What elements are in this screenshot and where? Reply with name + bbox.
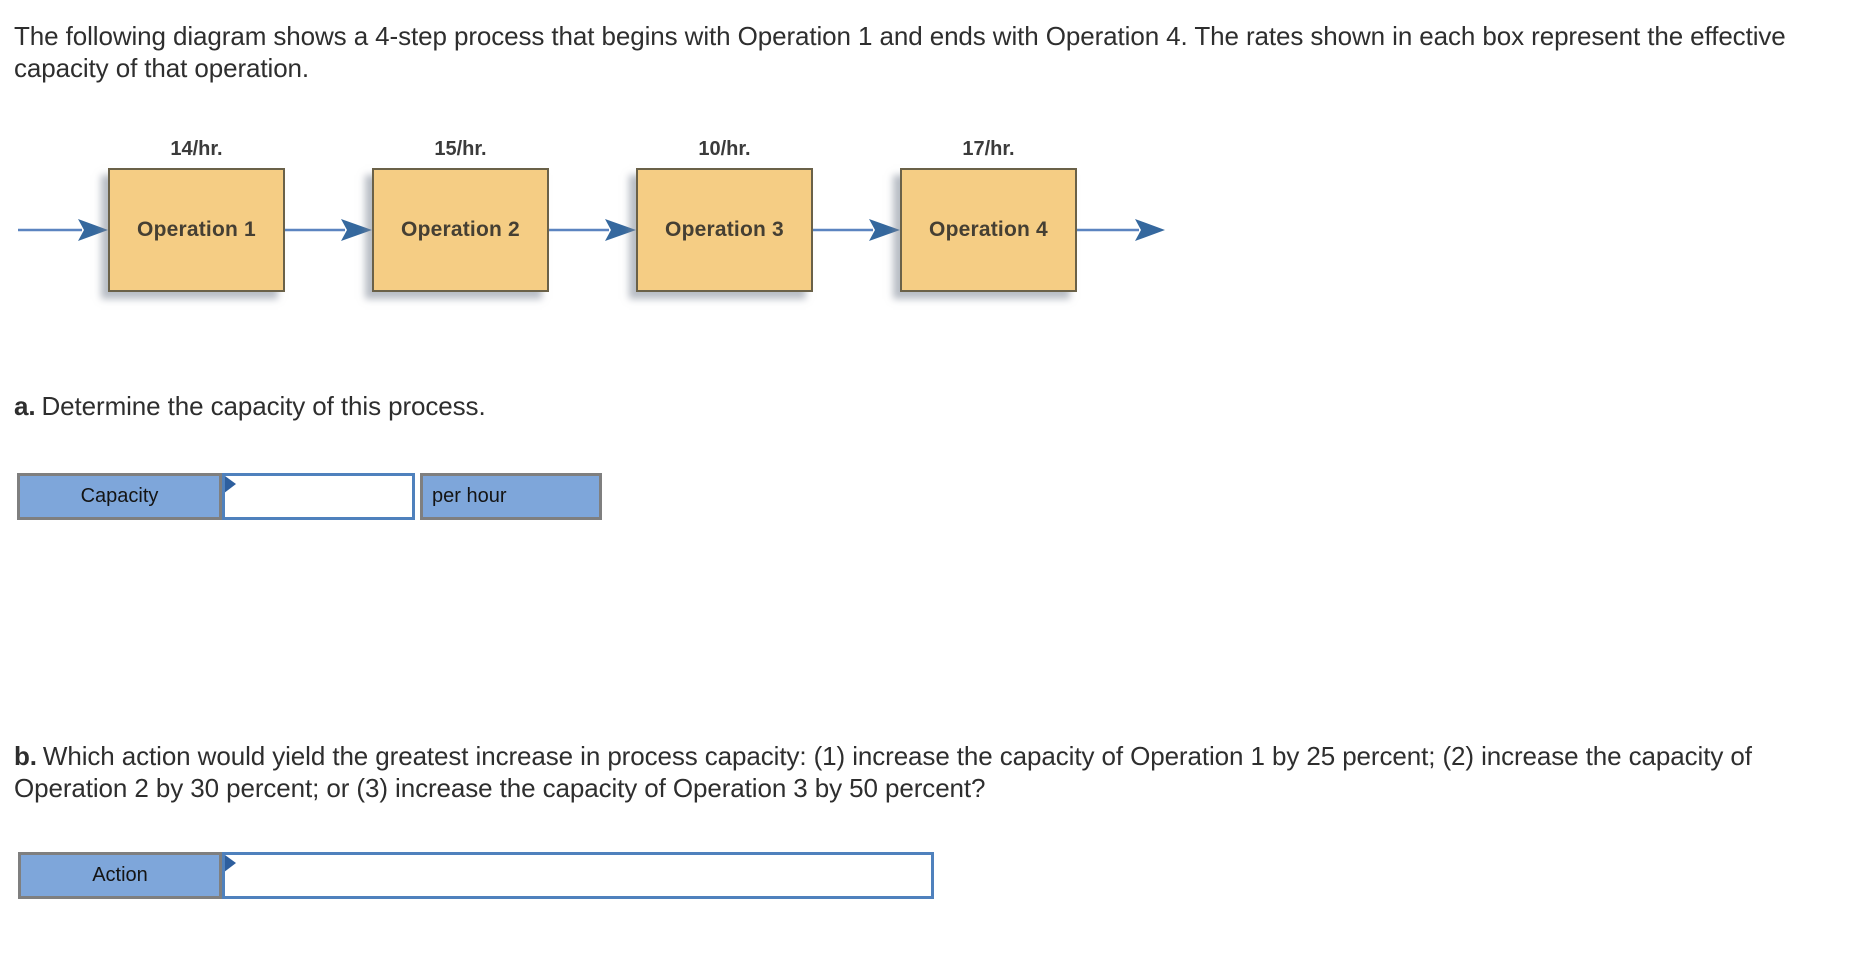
- flow-arrow-1-2: [285, 219, 372, 241]
- part-a-prefix: a.: [14, 391, 36, 421]
- operation-2-node: 15/hr. Operation 2: [372, 138, 549, 292]
- action-input[interactable]: [225, 855, 931, 896]
- capacity-input-cell: [222, 473, 415, 520]
- operation-3-box: Operation 3: [636, 168, 813, 292]
- part-b-text: Which action would yield the greatest in…: [14, 741, 1752, 803]
- capacity-input[interactable]: [225, 476, 412, 517]
- action-answer-row: Action: [18, 852, 934, 899]
- capacity-answer-row: Capacity per hour: [17, 473, 602, 520]
- operation-4-rate: 17/hr.: [962, 138, 1015, 160]
- operation-1-node: 14/hr. Operation 1: [108, 138, 285, 292]
- operation-1-rate: 14/hr.: [170, 138, 223, 160]
- operation-1-box: Operation 1: [108, 168, 285, 292]
- flow-arrow-2-3: [549, 219, 636, 241]
- flow-arrow-out: [1077, 219, 1165, 241]
- flow-arrow-3-4: [813, 219, 900, 241]
- part-b-prefix: b.: [14, 741, 37, 771]
- action-input-cell: [222, 852, 934, 899]
- per-hour-label-cell: per hour: [420, 473, 602, 520]
- operation-4-box: Operation 4: [900, 168, 1077, 292]
- part-b-question: b.Which action would yield the greatest …: [14, 740, 1789, 804]
- operation-2-rate: 15/hr.: [434, 138, 487, 160]
- operation-3-rate: 10/hr.: [698, 138, 751, 160]
- operation-4-node: 17/hr. Operation 4: [900, 138, 1077, 292]
- part-a-text: Determine the capacity of this process.: [41, 391, 486, 421]
- capacity-label-cell: Capacity: [17, 473, 222, 520]
- operation-3-node: 10/hr. Operation 3: [636, 138, 813, 292]
- part-a-question: a.Determine the capacity of this process…: [14, 390, 1789, 422]
- flow-arrow-in: [18, 219, 108, 241]
- question-intro: The following diagram shows a 4-step pro…: [14, 21, 1786, 83]
- operation-2-box: Operation 2: [372, 168, 549, 292]
- action-label-cell: Action: [18, 852, 222, 899]
